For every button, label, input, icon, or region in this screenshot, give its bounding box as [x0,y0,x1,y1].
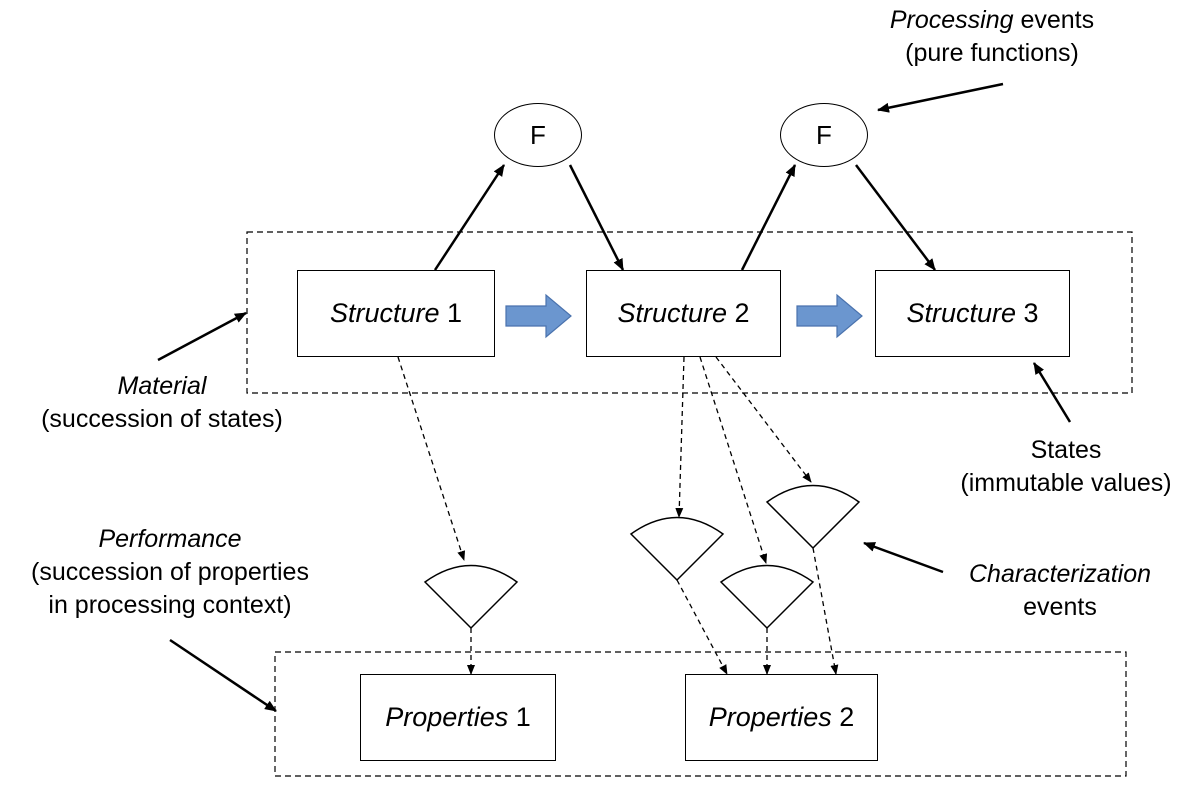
properties-1-word: Properties [385,702,509,732]
dash-structure2-to-char3 [699,356,768,564]
processing-subtitle: (pure functions) [905,39,1079,67]
performance-word: Performance [98,525,242,553]
dash-char2-to-properties2 [676,579,728,675]
arrow-structure1-to-f1 [433,164,506,271]
characterization-subtitle: events [1023,593,1097,621]
arrow-f2-to-structure3 [855,164,936,271]
structure-2-box: Structure 2 [586,270,781,357]
material-container [246,231,1133,394]
processing-events-word: events [1020,6,1095,34]
structure-3-number: 3 [1023,298,1039,328]
characterization-event-4 [765,484,861,550]
dash-structure2-to-char4 [715,356,812,483]
performance-line2: (succession of properties [31,558,309,586]
material-word: Material [117,372,207,400]
performance-line3: in processing context) [48,591,292,619]
characterization-event-3 [719,564,815,630]
characterization-event-1 [423,564,519,630]
pointer-characterization [863,541,944,574]
characterization-event-2 [629,516,725,582]
states-subtitle: (immutable values) [960,469,1172,497]
function-node-2: F [780,103,868,167]
pointer-material [157,311,247,362]
properties-2-word: Properties [708,702,832,732]
structure-1-word: Structure [329,298,440,328]
pointer-processing [877,82,1004,113]
structure-2-number: 2 [734,298,750,328]
properties-2-number: 2 [839,702,855,732]
flow-arrow-1 [505,293,572,339]
material-label: Material (succession of states) [12,370,312,436]
structure-3-word: Structure [906,298,1016,328]
arrow-structure2-to-f2 [740,164,797,271]
arrow-f1-to-structure2 [568,164,625,271]
properties-1-box: Properties 1 [360,674,556,761]
structure-3-box: Structure 3 [875,270,1070,357]
flow-arrow-2 [796,293,863,339]
processing-events-label: Processing events (pure functions) [872,4,1112,70]
performance-label: Performance (succession of properties in… [5,523,335,622]
characterization-word: Characterization [968,560,1152,588]
pointer-performance [169,638,277,713]
characterization-events-label: Characterization events [944,558,1176,624]
function-node-1: F [494,103,582,167]
performance-container [274,651,1127,777]
pointer-states [1032,362,1072,423]
states-label: States (immutable values) [940,434,1192,500]
properties-2-box: Properties 2 [685,674,878,761]
function-label-1: F [530,119,546,150]
structure-2-word: Structure [617,298,727,328]
processing-word: Processing [889,6,1014,34]
states-word: States [1030,436,1102,464]
material-subtitle: (succession of states) [41,405,283,433]
dash-char4-to-properties2 [812,547,839,675]
structure-1-number: 1 [447,298,463,328]
dash-structure2-to-char2 [675,356,685,518]
structure-1-box: Structure 1 [297,270,495,357]
function-label-2: F [816,119,832,150]
properties-1-number: 1 [515,702,531,732]
dash-structure1-to-char1 [397,356,466,561]
